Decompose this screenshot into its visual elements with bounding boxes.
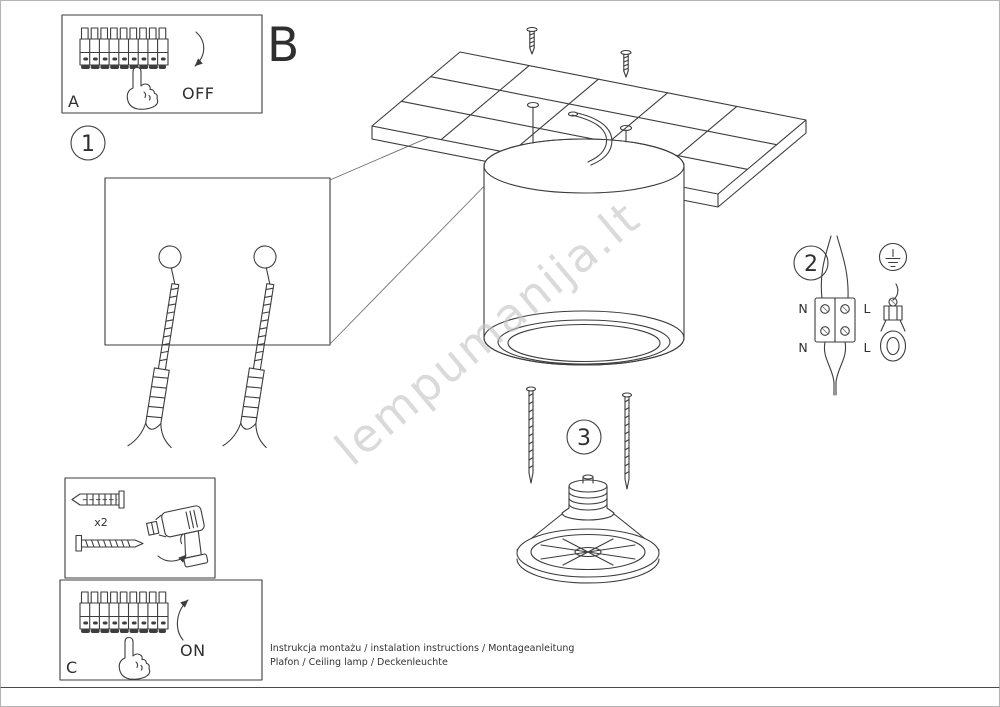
- lamp-wire: [823, 341, 835, 396]
- terminal-screw: [840, 304, 850, 314]
- wiring-label-neutral-bottom: N: [798, 340, 807, 355]
- terminal-screw: [820, 326, 830, 336]
- reflector-bulb-drawing: [516, 474, 660, 584]
- footer: Instrukcja montażu / instalation instruc…: [270, 643, 574, 668]
- earth-terminal-drawing: [879, 283, 907, 362]
- bulb-reflector-rim: [516, 528, 660, 578]
- earth-ring-outer: [879, 330, 907, 362]
- supply-wire: [820, 235, 832, 299]
- section-c: ON C: [59, 579, 263, 681]
- switch-off-label: OFF: [182, 84, 215, 103]
- anchor-quantity-label: x2: [94, 516, 108, 529]
- switch-off-arrow-icon: [194, 31, 205, 67]
- earth-clamp-hatch: [888, 305, 898, 321]
- step-2-badge: 2: [793, 245, 829, 281]
- earth-wire: [892, 283, 899, 301]
- earth-clamp: [883, 305, 903, 321]
- footer-line-2: Plafon / Ceiling lamp / Deckenleuchte: [270, 657, 448, 668]
- drill-icon: [146, 505, 209, 568]
- footer-line-1: Instrukcja montażu / instalation instruc…: [270, 643, 574, 654]
- power-cable-icon: [567, 111, 613, 166]
- section-a: OFF A: [61, 14, 263, 114]
- lamp-wire: [835, 341, 847, 396]
- cylinder-bottom-rim: [483, 310, 685, 366]
- bulb-center: [574, 546, 602, 558]
- section-a-box: [61, 14, 263, 114]
- earth-clamp-taper: [880, 319, 906, 332]
- ceiling-thickness-edges: [371, 119, 807, 208]
- cylinder-opening: [507, 323, 661, 363]
- step-3-number: 3: [577, 426, 591, 451]
- detail-box-frame: [104, 177, 331, 346]
- tools-box: x2: [64, 477, 216, 579]
- terminal-screw-slots: [821, 305, 849, 335]
- circuit-breaker-icon: [78, 26, 170, 69]
- section-a-label: A: [68, 92, 79, 111]
- supply-wire: [836, 235, 849, 299]
- step-1-circle: [70, 125, 106, 161]
- step-2-number: 2: [804, 252, 818, 277]
- mounting-holes: [526, 101, 633, 144]
- wiring-label-live-bottom: L: [864, 340, 871, 355]
- switch-on-label: ON: [180, 641, 206, 660]
- earth-symbol-icon: [878, 242, 908, 272]
- step-1-badge: 1: [70, 125, 106, 161]
- switch-on-arrow-icon: [176, 599, 189, 641]
- section-c-label: C: [66, 658, 78, 677]
- bulb-socket-ridges: [568, 491, 608, 511]
- terminal-screw: [820, 304, 830, 314]
- bulb-facet-pattern: [540, 538, 636, 566]
- bulb-neck-step: [561, 507, 615, 521]
- ceiling-plank-grid: [400, 65, 778, 181]
- earth-ring-inner: [886, 336, 900, 356]
- step-3-badge: 3: [566, 419, 602, 455]
- bulb-reflector-face: [530, 533, 646, 571]
- wiring-label-neutral-top: N: [798, 301, 807, 316]
- section-b-label: B: [267, 18, 299, 73]
- step-2-circle: [793, 245, 829, 281]
- step-1-number: 1: [81, 132, 95, 157]
- wall-plug-side-icon: [71, 490, 125, 509]
- terminal-block-drawing: N L N L: [798, 235, 871, 396]
- drill-rotation-arrow-icon: [157, 554, 187, 563]
- ceiling-panel-drawing: [371, 26, 807, 208]
- terminal-screw: [840, 326, 850, 336]
- circuit-breaker-icon: [78, 590, 170, 633]
- cylinder-top-face: [483, 138, 685, 194]
- wiring-label-live-top: L: [864, 301, 871, 316]
- lamp-cylinder-drawing: [483, 101, 685, 366]
- tools-box-frame: [64, 477, 216, 579]
- cylinder-inner-rim: [497, 319, 671, 365]
- section-c-box: [59, 579, 263, 681]
- bulb-reflector-bottom: [516, 558, 660, 584]
- earth-screw-slot: [890, 299, 896, 305]
- screw-side-icon: [75, 534, 144, 552]
- step-3-circle: [566, 419, 602, 455]
